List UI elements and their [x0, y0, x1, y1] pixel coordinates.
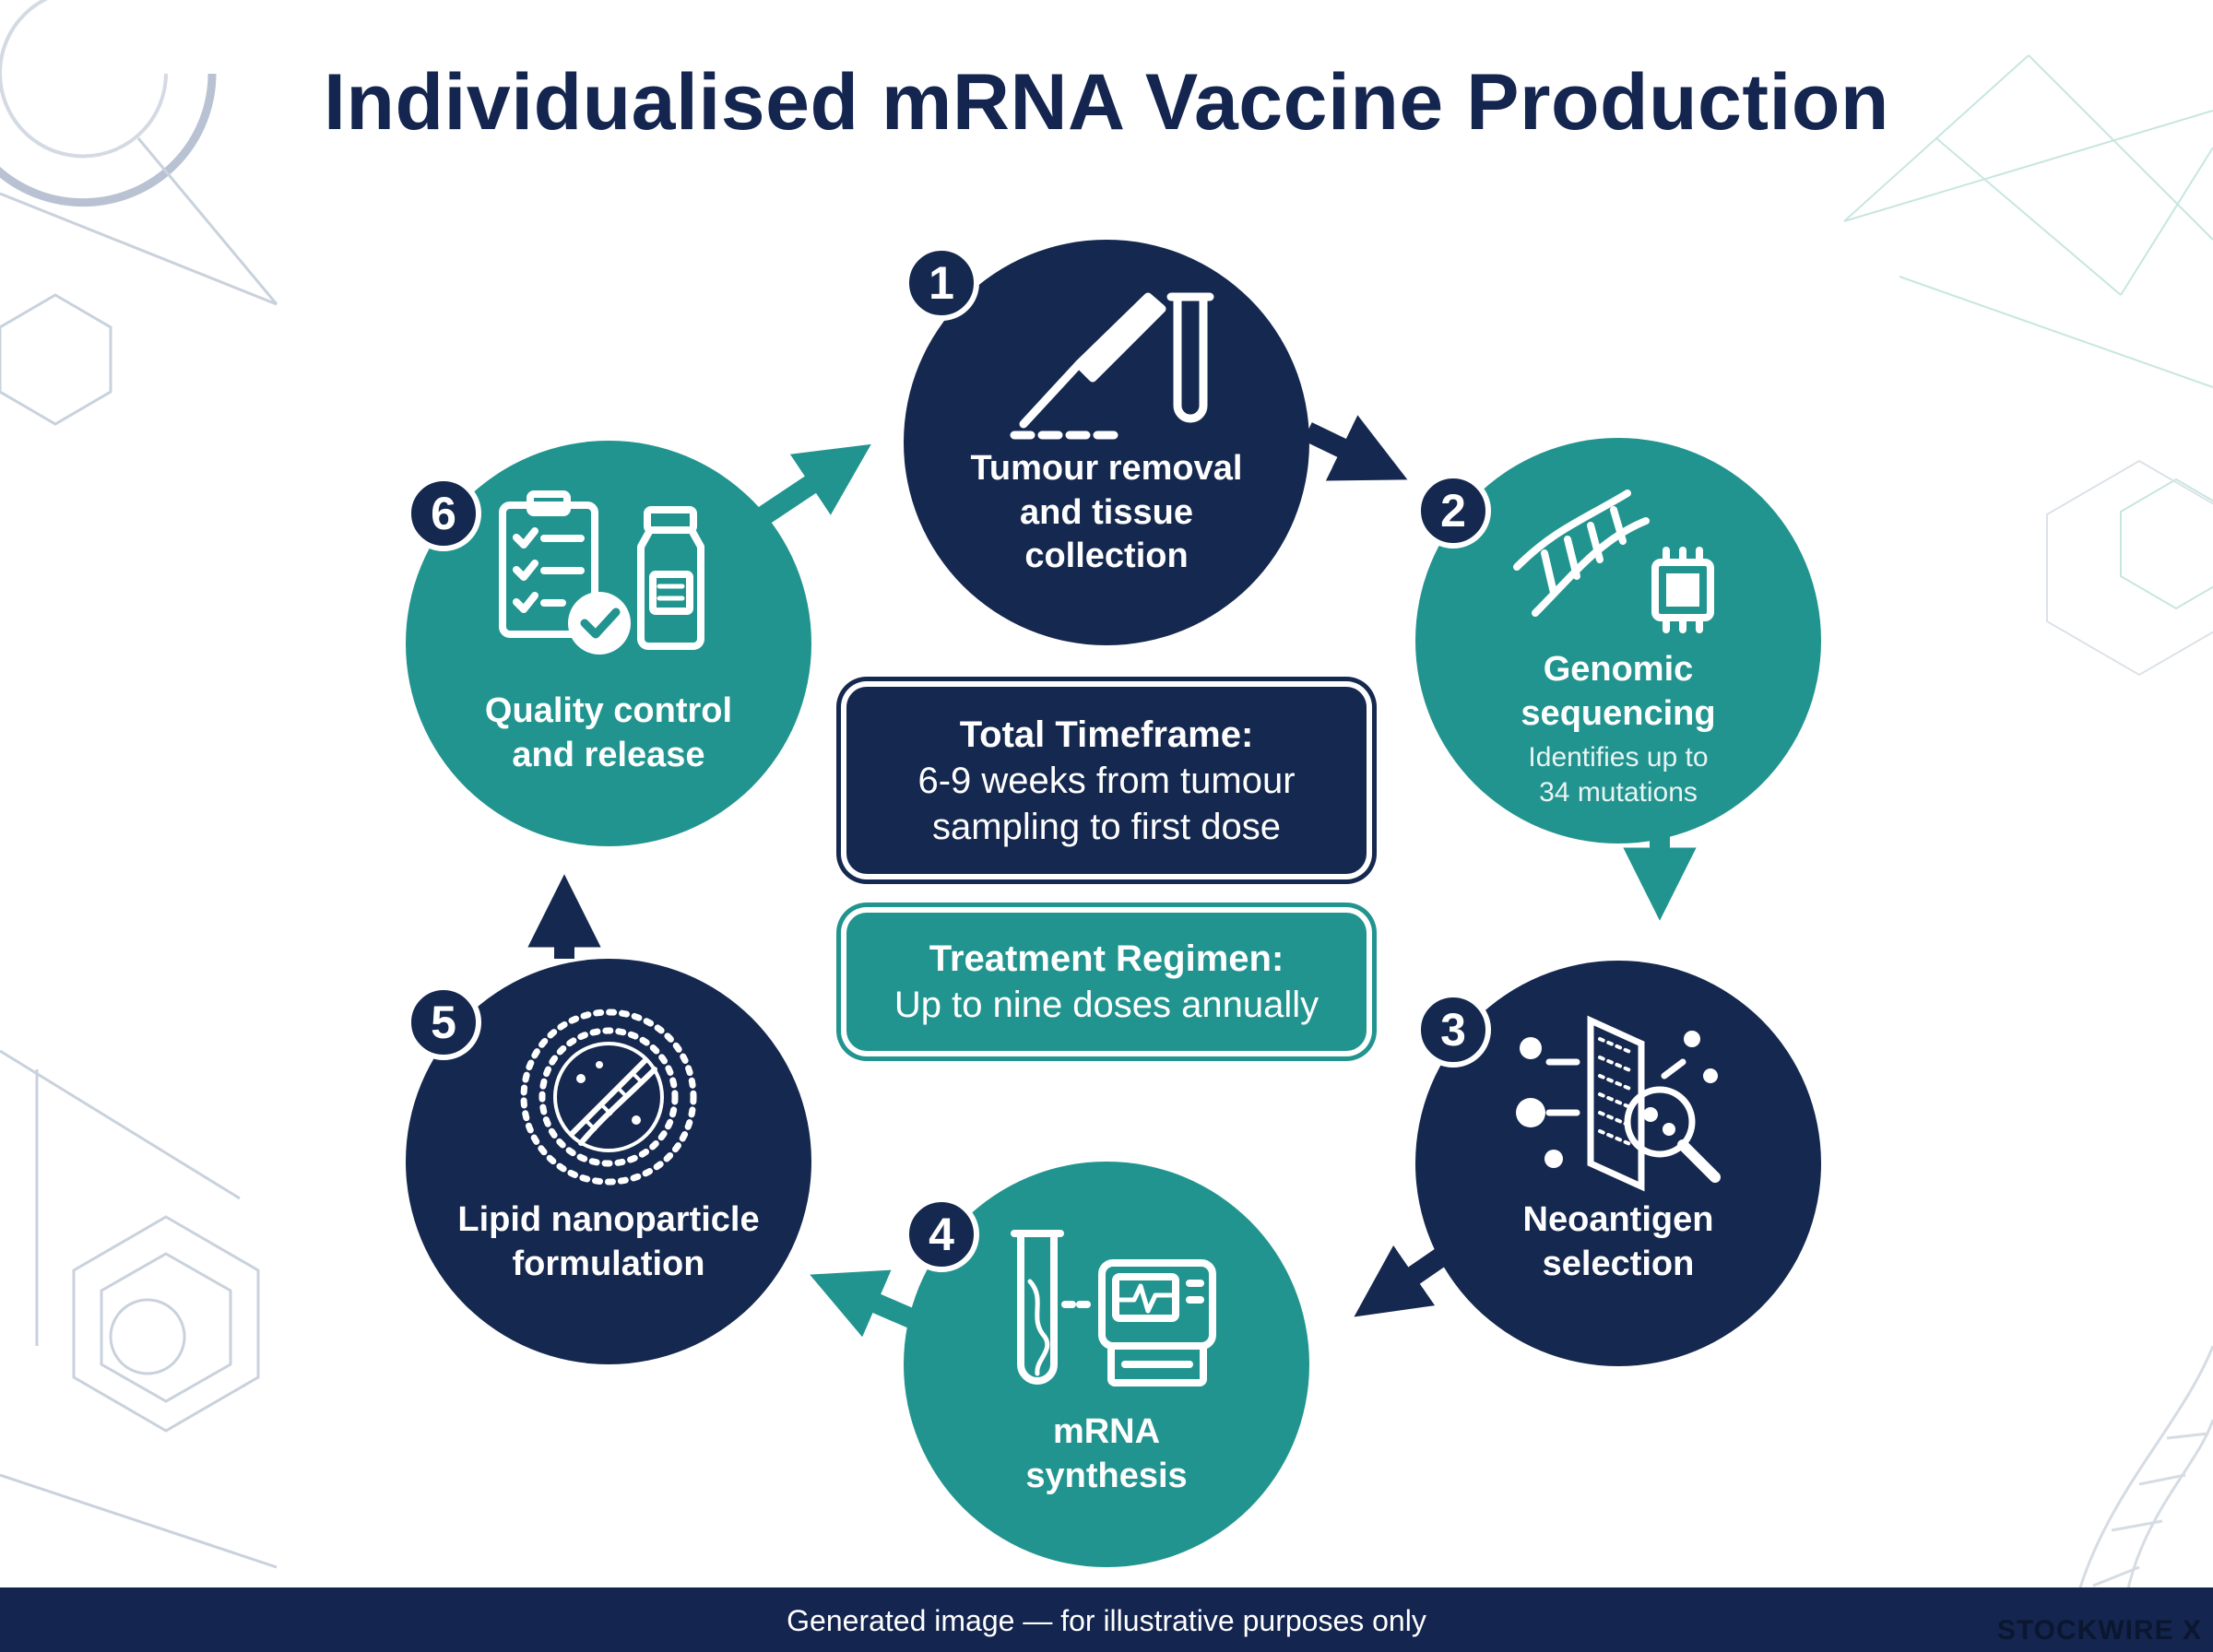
step-5-number: 5 [406, 985, 481, 1060]
dna-and-chip-icon [1513, 490, 1714, 633]
regimen-title: Treatment Regimen: [929, 938, 1284, 979]
step-4-circle: 4 mRNA synthesis [904, 1162, 1309, 1567]
timeframe-box: Total Timeframe: 6-9 weeks from tumour s… [846, 687, 1367, 874]
step-6-label: Quality control and release [484, 691, 733, 774]
step-1-circle: 1 Tumour removal and tissue collection [904, 240, 1309, 645]
scalpel-and-test-tube-icon [1010, 292, 1214, 440]
step-6-circle: 6 Quality control and release [406, 441, 811, 846]
step-3-label: Neoantigen selection [1522, 1200, 1714, 1283]
regimen-box: Treatment Regimen: Up to nine doses annu… [846, 913, 1367, 1051]
filter-magnifier-icon [1516, 1015, 1721, 1192]
checklist-and-vial-icon [499, 490, 704, 655]
arrow-6-to-1 [750, 443, 871, 530]
watermark-brand: STOCKWIRE X [1996, 1615, 2202, 1646]
footer-bar: Generated image — for illustrative purpo… [0, 1587, 2213, 1652]
step-2-label: Genomic sequencing [1521, 650, 1716, 733]
timeframe-title: Total Timeframe: [959, 714, 1254, 755]
step-1-label: Tumour removal and tissue collection [970, 449, 1243, 575]
step-3-circle: 3 Neoantigen selection [1415, 961, 1821, 1366]
step-3-number: 3 [1415, 992, 1491, 1068]
arrow-4-to-5 [810, 1269, 916, 1338]
timeframe-body: 6-9 weeks from tumour sampling to first … [917, 760, 1296, 847]
step-5-label: Lipid nanoparticle formulation [457, 1200, 760, 1283]
step-6-number: 6 [406, 476, 481, 551]
step-2-number: 2 [1415, 473, 1491, 549]
step-1-number: 1 [904, 245, 979, 321]
step-4-label: mRNA synthesis [1025, 1412, 1188, 1495]
step-4-number: 4 [904, 1197, 979, 1272]
footer-disclaimer: Generated image — for illustrative purpo… [787, 1604, 1426, 1637]
test-tube-and-synthesizer-icon [1011, 1230, 1216, 1386]
regimen-body: Up to nine doses annually [893, 985, 1320, 1025]
arrow-1-to-2 [1303, 415, 1408, 481]
lipid-nanoparticle-icon [520, 1009, 697, 1186]
page-title: Individualised mRNA Vaccine Production [324, 58, 1889, 147]
step-2-sublabel: Identifies up to 34 mutations [1528, 742, 1709, 808]
step-5-circle: 5 Lipid nanoparticle formulation [406, 959, 811, 1364]
step-2-circle: 2 Genomic sequencing Identifies up to 34… [1415, 438, 1821, 844]
